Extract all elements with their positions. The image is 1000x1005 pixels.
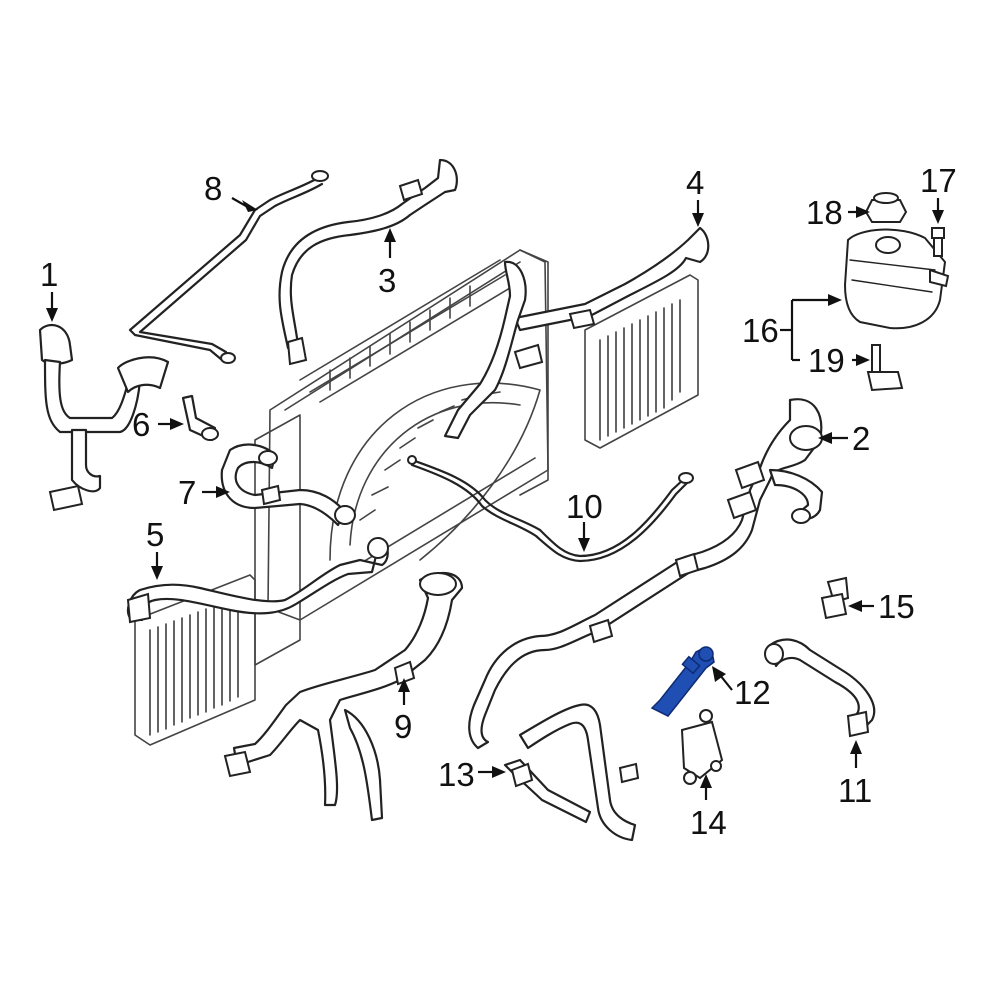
part-17-bolt — [931, 227, 945, 257]
callout-labels: 1 2 3 4 5 6 7 8 9 10 11 12 13 14 15 16 1… — [40, 162, 957, 841]
leaders — [46, 197, 944, 800]
callout-8: 8 — [204, 170, 222, 207]
callout-6: 6 — [132, 406, 150, 443]
callout-1: 1 — [40, 256, 58, 293]
part-16-tank — [843, 228, 950, 330]
part-15-sensor — [820, 576, 850, 620]
callout-17: 17 — [920, 162, 957, 199]
part-4-hose — [443, 226, 710, 440]
callout-13: 13 — [438, 756, 475, 793]
part-9-hose — [223, 571, 464, 822]
part-1-hose — [38, 323, 170, 512]
part-8-line — [128, 170, 329, 364]
callout-18: 18 — [806, 194, 843, 231]
part-7-hose — [220, 443, 356, 527]
callout-16: 16 — [742, 312, 779, 349]
callout-14: 14 — [690, 804, 727, 841]
callout-3: 3 — [378, 262, 396, 299]
callout-2: 2 — [852, 420, 870, 457]
part-6-fitting — [181, 394, 219, 442]
callout-12: 12 — [734, 674, 771, 711]
part-12-highlighted — [650, 646, 715, 717]
part-3-hose — [278, 158, 458, 366]
callout-5: 5 — [146, 516, 164, 553]
callout-4: 4 — [686, 164, 704, 201]
callout-9: 9 — [394, 708, 412, 745]
part-5-hose — [126, 537, 389, 624]
callout-15: 15 — [878, 588, 915, 625]
callout-19: 19 — [808, 342, 845, 379]
callout-10: 10 — [566, 488, 603, 525]
part-2-hose — [468, 398, 824, 750]
part-18-cap — [864, 192, 908, 223]
part-19-sensor — [866, 344, 904, 392]
part-13-bracket — [503, 703, 640, 842]
callout-11: 11 — [838, 772, 872, 809]
callout-7: 7 — [178, 474, 196, 511]
part-10-line — [407, 455, 694, 563]
radiator-assembly — [134, 249, 699, 746]
part-11-hose — [764, 638, 876, 738]
part-14-valve — [680, 709, 724, 785]
